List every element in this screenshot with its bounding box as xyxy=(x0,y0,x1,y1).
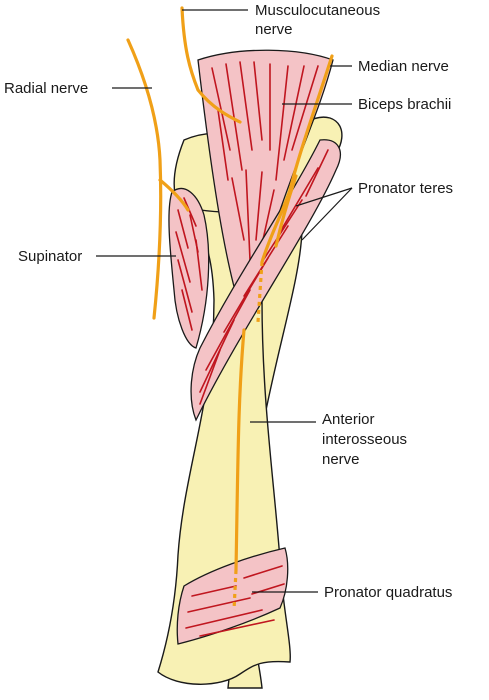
pronator-teres-muscle xyxy=(190,139,341,422)
label-anterior-interosseous-line2: interosseous xyxy=(322,431,407,448)
musculocutaneous-nerve xyxy=(180,6,242,124)
label-anterior-interosseous-line3: nerve xyxy=(322,451,360,468)
nerve-dashed-path xyxy=(256,261,264,323)
median-nerve-branch xyxy=(274,174,298,248)
label-pronator-quadratus: Pronator quadratus xyxy=(324,584,452,601)
label-supinator: Supinator xyxy=(18,248,82,265)
label-radial-nerve: Radial nerve xyxy=(4,80,88,97)
biceps-brachii-muscle xyxy=(197,49,334,310)
radial-nerve xyxy=(126,38,163,320)
label-leaders xyxy=(96,9,353,593)
anterior-interosseous-nerve-dashed xyxy=(232,569,238,611)
median-nerve xyxy=(260,54,334,264)
pronator-quadratus-muscle xyxy=(176,547,289,645)
label-anterior-interosseous-line1: Anterior xyxy=(322,411,375,428)
supinator-muscle xyxy=(168,187,210,349)
label-musculocutaneous-line2: nerve xyxy=(255,21,293,38)
radial-nerve-branch xyxy=(158,178,190,212)
label-biceps-brachii: Biceps brachii xyxy=(358,96,451,113)
label-median-nerve: Median nerve xyxy=(358,58,449,75)
anterior-interosseous-nerve xyxy=(234,328,246,572)
label-pronator-teres: Pronator teres xyxy=(358,180,453,197)
label-musculocutaneous-line1: Musculocutaneous xyxy=(255,2,380,19)
